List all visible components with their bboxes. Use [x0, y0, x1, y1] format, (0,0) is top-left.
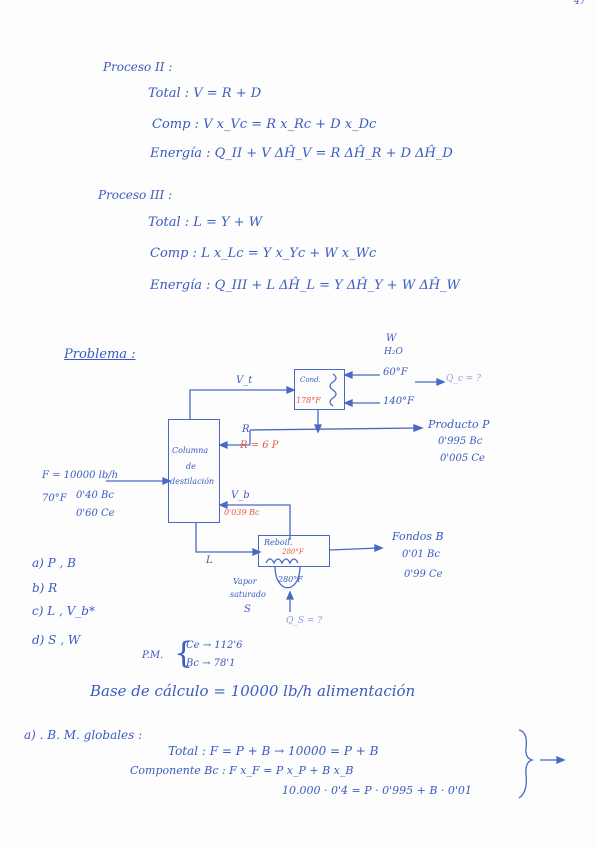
column-label-1: Columna [172, 446, 209, 455]
bottoms-label: Fondos B [392, 530, 444, 543]
column-label-3: destilación [170, 477, 215, 486]
r-label: R [242, 424, 250, 435]
vt-label: V_t [236, 375, 253, 386]
proceso-iii-comp: Comp : L x_Lc = Y x_Yc + W x_Wc [150, 246, 377, 261]
question-a: a) P , B [32, 556, 76, 570]
proceso-ii-comp: Comp : V x_Vc = R x_Rc + D x_Dc [152, 117, 377, 132]
condenser-temp: 178°F [296, 396, 321, 405]
water-formula: H₂O [384, 347, 403, 357]
distillation-column [168, 419, 220, 523]
bottoms-bc: 0'01 Bc [402, 549, 440, 560]
reboiler-steam-temp: 280°F [278, 575, 303, 584]
proceso-ii-heading: Proceso II : [103, 60, 173, 74]
feed-label: F = 10000 lb/h [42, 470, 119, 481]
steam-label-2: saturado [230, 590, 266, 599]
qc-label: Q_c = ? [446, 374, 482, 384]
part-a-componente: Componente Bc : F x_F = P x_P + B x_B [130, 764, 354, 777]
r-relation: R = 6 P [240, 440, 279, 451]
pm-bc: Bc → 78'1 [186, 658, 236, 669]
question-b: b) R [32, 581, 58, 595]
problema-heading: Problema : [64, 347, 136, 362]
part-a-total: Total : F = P + B → 10000 = P + B [168, 744, 379, 758]
water-in-temp: 60°F [383, 367, 408, 378]
steam-label-1: Vapor [233, 577, 257, 586]
question-d: d) S , W [32, 633, 81, 647]
steam-label-3: S [244, 604, 251, 615]
page-number: 47 [574, 0, 586, 7]
proceso-iii-energia: Energía : Q_III + L ΔĤ_L = Y ΔĤ_Y + W ΔĤ… [150, 278, 460, 293]
pm-ce: Ce → 112'6 [186, 640, 243, 651]
water-label: W [386, 333, 397, 344]
proceso-ii-energia: Energía : Q_II + V ΔĤ_V = R ΔĤ_R + D ΔĤ_… [150, 146, 453, 161]
product-label: Producto P [428, 418, 490, 431]
product-ce: 0'005 Ce [440, 453, 485, 464]
part-a-numeric: 10.000 · 0'4 = P · 0'995 + B · 0'01 [282, 784, 472, 797]
product-bc: 0'995 Bc [438, 436, 483, 447]
proceso-iii-heading: Proceso III : [98, 188, 173, 202]
water-out-temp: 140°F [383, 396, 415, 407]
column-label-2: de [186, 462, 196, 471]
condenser [294, 369, 345, 410]
question-c: c) L , V_b* [32, 604, 95, 618]
reboiler-temp: 280°F [282, 548, 304, 556]
part-a-heading: a) . B. M. globales : [24, 728, 143, 742]
vb-label: V_b [231, 490, 250, 501]
feed-ce: 0'60 Ce [76, 508, 115, 519]
proceso-ii-total: Total : V = R + D [148, 86, 262, 101]
pm-brace: { [174, 636, 194, 671]
proceso-iii-total: Total : L = Y + W [148, 215, 263, 230]
base-calculo: Base de cálculo = 10000 lb/h alimentació… [90, 682, 416, 700]
reboiler-label: Reboil. [264, 538, 293, 547]
bottoms-ce: 0'99 Ce [404, 569, 443, 580]
condenser-label: Cond. [300, 376, 321, 384]
pm-label: P.M. [142, 650, 164, 661]
reboiler [258, 535, 330, 567]
vb-comp: 0'039 Bc [224, 508, 260, 517]
l-label: L [206, 555, 213, 566]
qs-label: Q_S = ? [286, 616, 323, 626]
feed-temp: 70°F [42, 493, 67, 504]
feed-bc: 0'40 Bc [76, 490, 114, 501]
